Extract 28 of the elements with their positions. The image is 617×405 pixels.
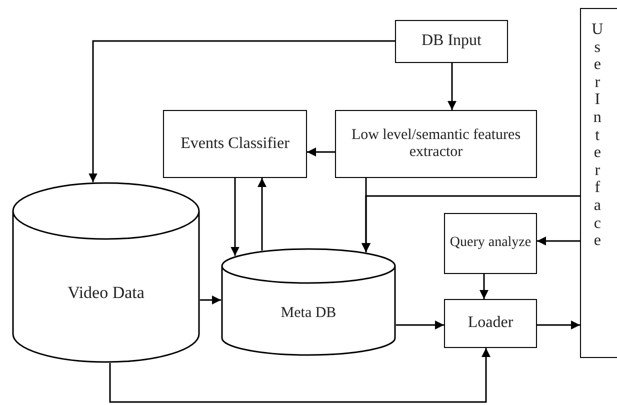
node-label: Low level/semantic features extractor: [350, 126, 522, 162]
node-label: Meta DB: [280, 305, 336, 323]
arrow: [362, 195, 580, 252]
database-cylinder: [12, 182, 200, 363]
arrow: [396, 320, 444, 330]
node-label: Video Data: [68, 282, 144, 302]
arrow: [200, 296, 221, 304]
process-box: [444, 299, 537, 348]
node-label: Events Classifier: [180, 134, 290, 154]
arrow: [480, 274, 488, 299]
database-cylinder: [221, 248, 396, 356]
process-box: [444, 213, 537, 274]
arrow: [230, 178, 240, 256]
interface-panel: [580, 8, 617, 358]
process-box: [335, 110, 537, 178]
arrow: [258, 178, 266, 251]
arrow: [537, 320, 580, 330]
process-box: [395, 20, 508, 63]
node-label: DB Input: [422, 32, 482, 51]
arrow: [307, 148, 335, 156]
arrow: [537, 236, 580, 246]
node-label: User Interface: [591, 21, 612, 250]
arrow: [109, 348, 490, 403]
arrow: [88, 40, 395, 182]
node-label: Loader: [468, 314, 514, 333]
process-box: [163, 110, 307, 178]
arrow: [448, 63, 456, 110]
node-label: Query analyze: [450, 235, 532, 252]
